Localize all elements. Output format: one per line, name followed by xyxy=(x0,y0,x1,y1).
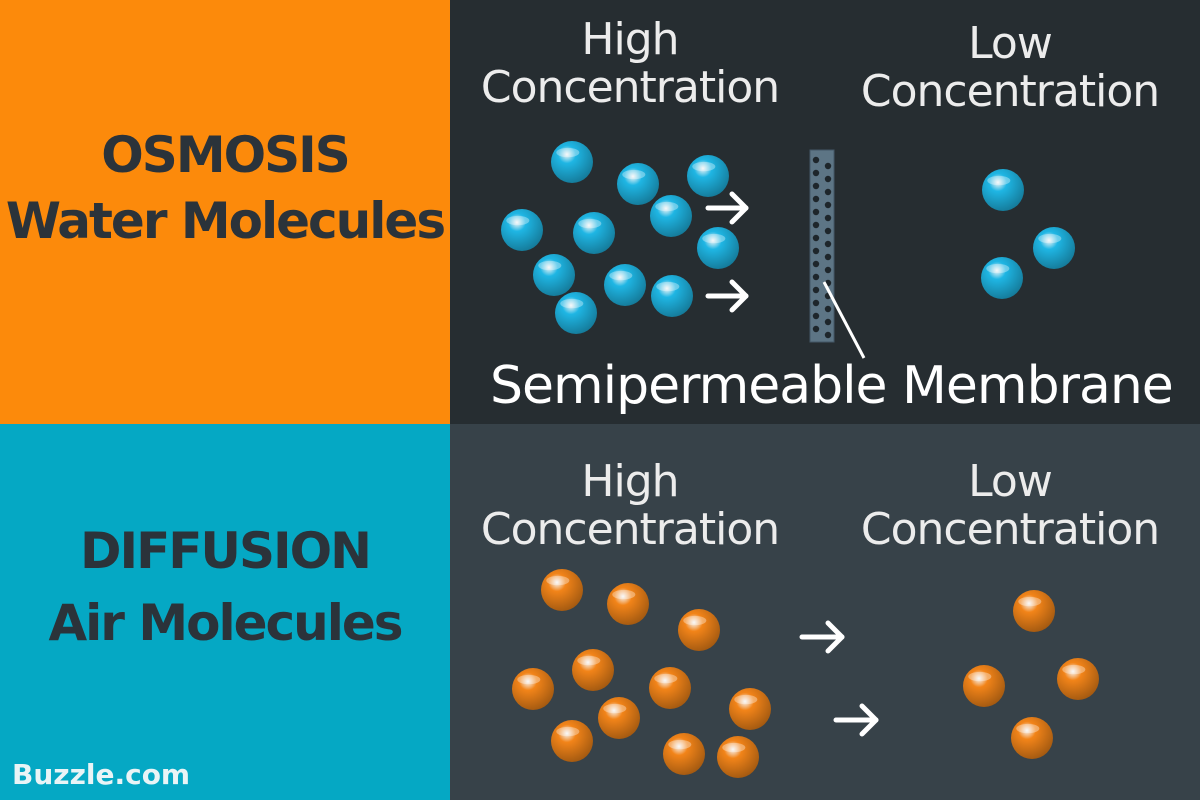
molecule-icon xyxy=(729,688,771,730)
molecule-highlight xyxy=(1016,723,1040,734)
molecule-icon xyxy=(555,292,597,334)
molecule-highlight xyxy=(603,703,627,714)
molecule-highlight xyxy=(546,575,570,586)
molecule-icon xyxy=(717,736,759,778)
molecule-highlight xyxy=(668,739,692,750)
molecule-highlight xyxy=(609,270,633,281)
diffusion-low-concentration-label: Low Concentration xyxy=(840,458,1180,554)
molecule-icon xyxy=(963,665,1005,707)
membrane-icon xyxy=(809,149,835,343)
molecule-icon xyxy=(1013,590,1055,632)
molecule-highlight xyxy=(556,147,580,158)
diffusion-high-concentration-label: High Concentration xyxy=(460,458,800,554)
molecule-highlight xyxy=(538,260,562,271)
molecule-icon xyxy=(1011,717,1053,759)
diffusion-low-line2: Concentration xyxy=(860,504,1160,555)
osmosis-high-line2: Concentration xyxy=(480,62,780,113)
diffusion-high-line2: Concentration xyxy=(480,504,780,555)
osmosis-diagram: High Concentration Low Concentration Sem… xyxy=(450,0,1200,424)
molecule-highlight xyxy=(612,589,636,600)
membrane-label: Semipermeable Membrane xyxy=(490,356,1174,416)
molecule-highlight xyxy=(560,298,584,309)
molecule-icon xyxy=(501,209,543,251)
diffusion-panel: DIFFUSION Air Molecules Buzzle.com xyxy=(0,424,450,800)
molecule-icon xyxy=(649,667,691,709)
molecule-highlight xyxy=(578,218,602,229)
diffusion-low-line1: Low xyxy=(968,456,1053,507)
molecule-highlight xyxy=(683,615,707,626)
molecule-icon xyxy=(663,733,705,775)
diffusion-title: DIFFUSION xyxy=(80,522,372,580)
osmosis-high-line1: High xyxy=(581,14,679,65)
molecule-highlight xyxy=(986,263,1010,274)
molecule-icon xyxy=(541,569,583,611)
osmosis-panel: OSMOSIS Water Molecules xyxy=(0,0,450,424)
molecule-highlight xyxy=(968,671,992,682)
osmosis-subtitle: Water Molecules xyxy=(5,192,446,250)
molecule-highlight xyxy=(506,215,530,226)
molecule-icon xyxy=(982,169,1024,211)
osmosis-title: OSMOSIS xyxy=(101,126,350,184)
molecule-icon xyxy=(678,609,720,651)
molecule-icon xyxy=(981,257,1023,299)
molecule-highlight xyxy=(987,175,1011,186)
osmosis-low-concentration-label: Low Concentration xyxy=(840,20,1180,116)
molecule-icon xyxy=(512,668,554,710)
molecule-icon xyxy=(650,195,692,237)
molecule-highlight xyxy=(1038,233,1062,244)
molecule-icon xyxy=(551,720,593,762)
molecule-highlight xyxy=(722,742,746,753)
osmosis-high-concentration-label: High Concentration xyxy=(460,16,800,112)
molecule-icon xyxy=(697,227,739,269)
molecule-highlight xyxy=(1062,664,1086,675)
diffusion-molecules xyxy=(512,569,1099,778)
osmosis-low-line1: Low xyxy=(968,18,1053,69)
molecule-highlight xyxy=(702,233,726,244)
molecule-icon xyxy=(1057,658,1099,700)
molecule-icon xyxy=(551,141,593,183)
molecule-icon xyxy=(533,254,575,296)
molecule-icon xyxy=(607,583,649,625)
molecule-icon xyxy=(1033,227,1075,269)
molecule-icon xyxy=(687,155,729,197)
molecule-icon xyxy=(572,649,614,691)
molecule-highlight xyxy=(517,674,541,685)
diffusion-high-line1: High xyxy=(581,456,679,507)
watermark: Buzzle.com xyxy=(12,758,191,791)
molecule-highlight xyxy=(692,161,716,172)
molecule-icon xyxy=(617,163,659,205)
molecule-highlight xyxy=(656,281,680,292)
molecule-icon xyxy=(651,275,693,317)
molecule-highlight xyxy=(556,726,580,737)
molecule-icon xyxy=(598,697,640,739)
membrane-pointer xyxy=(822,281,866,359)
molecule-highlight xyxy=(655,201,679,212)
arrow-right-icon xyxy=(705,191,749,225)
molecule-highlight xyxy=(1018,596,1042,607)
osmosis-molecules xyxy=(501,141,1075,359)
diffusion-subtitle: Air Molecules xyxy=(48,594,403,652)
molecule-highlight xyxy=(654,673,678,684)
molecule-icon xyxy=(604,264,646,306)
molecule-highlight xyxy=(577,655,601,666)
molecule-highlight xyxy=(734,694,758,705)
arrow-right-icon xyxy=(799,620,845,654)
diffusion-diagram: High Concentration Low Concentration xyxy=(450,424,1200,800)
molecule-highlight xyxy=(622,169,646,180)
arrow-right-icon xyxy=(705,279,749,313)
osmosis-low-line2: Concentration xyxy=(860,66,1160,117)
molecule-icon xyxy=(573,212,615,254)
arrow-right-icon xyxy=(833,703,879,737)
